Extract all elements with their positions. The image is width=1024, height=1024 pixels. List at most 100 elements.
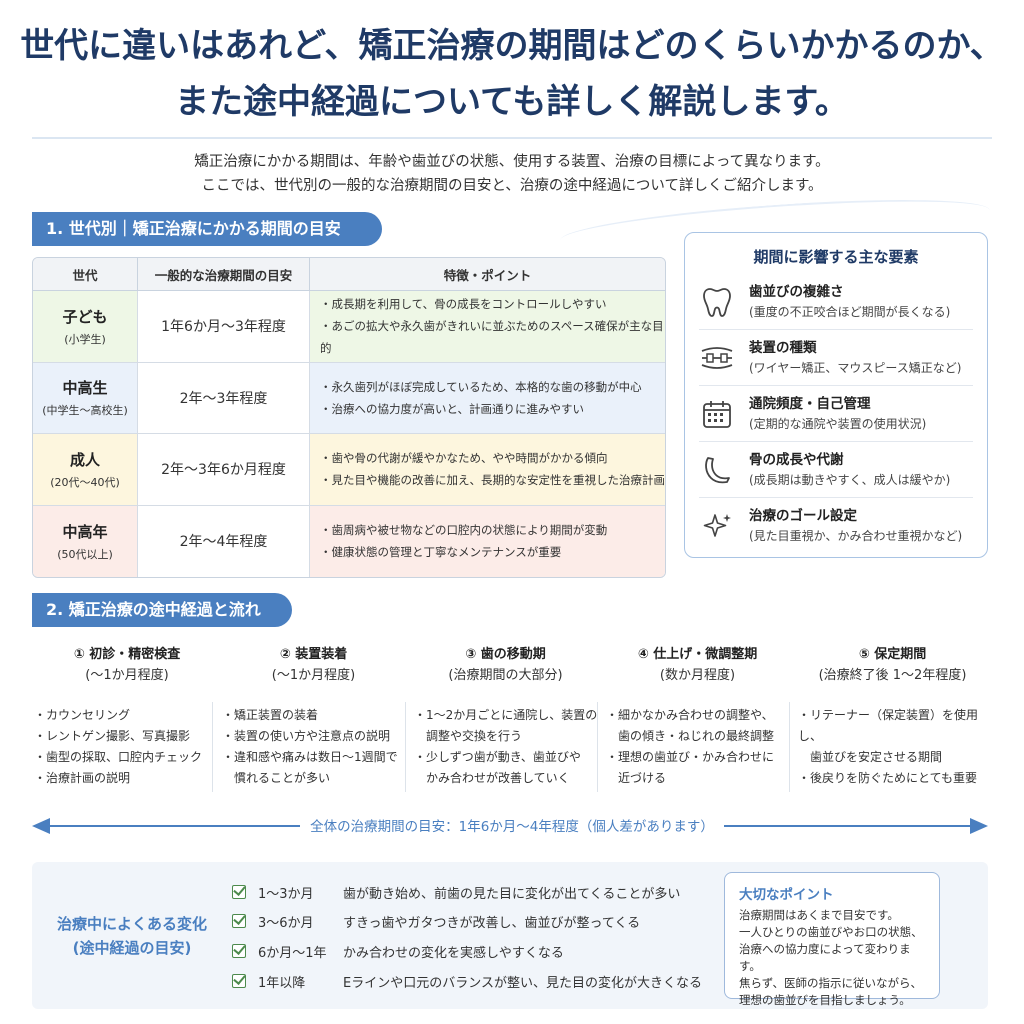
step-sub: (治療終了後 1〜2年程度)	[818, 668, 967, 683]
jaw-icon	[699, 452, 735, 488]
flow-step: ⑤ 保定期間 (治療終了後 1〜2年程度)	[793, 636, 992, 694]
period-cell: 2年〜3年程度	[138, 362, 310, 433]
generation-cell: 中高年 (50代以上)	[33, 505, 138, 577]
table-row: 成人 (20代〜40代) 2年〜3年6か月程度 ・歯や骨の代謝が緩やかなため、や…	[33, 434, 665, 506]
column-divider	[212, 702, 213, 792]
change-text: Eラインや口元のバランスが整い、見た目の変化が大きくなる	[343, 975, 702, 991]
points-cell: ・歯周病や被せ物などの口腔内の状態により期間が変動 ・健康状態の管理と丁寧なメン…	[310, 505, 665, 577]
point-line: ・成長期を利用して、骨の成長をコントロールしやすい	[320, 297, 607, 312]
step-sub: (〜1か月程度)	[85, 668, 169, 683]
changes-title: 治療中によくある変化 (途中経過の目安)	[32, 912, 232, 960]
points-cell: ・成長期を利用して、骨の成長をコントロールしやすい ・あごの拡大や永久歯がきれい…	[310, 291, 665, 362]
generation-name: 中高生	[62, 379, 108, 398]
step-notes: ・細かなかみ合わせの調整や、 歯の傾き・ねじれの最終調整 ・理想の歯並び・かみ合…	[606, 705, 791, 789]
flow-step: ① 初診・精密検査 (〜1か月程度)	[32, 636, 222, 694]
flow-step: ④ 仕上げ・微調整期 (数か月程度)	[601, 636, 794, 694]
point-line: ・健康状態の管理と丁寧なメンテナンスが重要	[320, 545, 562, 560]
points-cell: ・歯や骨の代謝が緩やかなため、やや時間がかかる傾向 ・見た目や機能の改善に加え、…	[310, 434, 665, 505]
checkbox-icon	[232, 974, 246, 988]
step-note: ・矯正装置の装着	[222, 708, 319, 722]
factor-title: 歯並びの複雑さ	[749, 283, 844, 300]
change-text: かみ合わせの変化を実感しやすくなる	[343, 945, 564, 961]
step-note: 歯並びを安定させる期間	[798, 750, 943, 764]
factor-item: 骨の成長や代謝 (成長期は動きやすく、成人は緩やか)	[699, 442, 973, 498]
step-notes: ・矯正装置の装着 ・装置の使い方や注意点の説明 ・違和感や痛みは数日〜1週間で …	[222, 705, 407, 789]
generation-name: 成人	[69, 450, 100, 469]
table-row: 子ども (小学生) 1年6か月〜3年程度 ・成長期を利用して、骨の成長をコントロ…	[33, 291, 665, 363]
step-title: ② 装置装着	[279, 647, 348, 662]
factor-desc: (見た目重視か、かみ合わせ重視かなど)	[749, 529, 963, 543]
factor-title: 治療のゴール設定	[749, 508, 857, 524]
point-line: ・永久歯列がほぼ完成しているため、本格的な歯の移動が中心	[320, 379, 642, 394]
tooth-icon	[699, 284, 735, 320]
changes-title-line-2: (途中経過の目安)	[72, 939, 192, 957]
step-sub: (数か月程度)	[659, 668, 736, 683]
generation-cell: 中高生 (中学生〜高校生)	[33, 362, 138, 433]
point-line: ・あごの拡大や永久歯がきれいに並ぶためのスペース確保が主な目的	[320, 319, 664, 356]
step-note: 調整や交換を行う	[414, 729, 523, 743]
intro-line-1: 矯正治療にかかる期間は、年齢や歯並びの状態、使用する装置、治療の目標によって異な…	[194, 154, 830, 170]
factor-item: 歯並びの複雑さ (重度の不正咬合ほど期間が長くなる)	[699, 274, 973, 330]
period-cell: 2年〜3年6か月程度	[138, 434, 310, 505]
table-row: 中高生 (中学生〜高校生) 2年〜3年程度 ・永久歯列がほぼ完成しているため、本…	[33, 362, 665, 434]
header-points: 特徴・ポイント	[443, 267, 532, 283]
step-note: ・細かなかみ合わせの調整や、	[606, 708, 774, 722]
headline-line-2: また途中経過についても詳しく解説します。	[175, 82, 849, 122]
braces-icon	[699, 340, 735, 376]
generation-cell: 成人 (20代〜40代)	[33, 434, 138, 505]
checkbox-icon	[232, 914, 246, 928]
step-note: ・1〜2か月ごとに通院し、装置の	[414, 708, 598, 722]
step-note: かみ合わせが改善していく	[414, 771, 570, 785]
change-period: 3〜6か月	[258, 915, 314, 931]
table-row: 中高年 (50代以上) 2年〜4年程度 ・歯周病や被せ物などの口腔内の状態により…	[33, 505, 665, 577]
factors-title: 期間に影響する主な要素	[753, 248, 919, 266]
factor-title: 通院頻度・自己管理	[749, 395, 871, 412]
column-divider	[597, 702, 598, 792]
change-item: 6か月〜1年 かみ合わせの変化を実感しやすくなる	[232, 940, 564, 962]
point-title: 大切なポイント	[739, 887, 834, 903]
factor-desc: (定期的な通院や装置の使用状況)	[749, 416, 927, 431]
period-cell: 2年〜4年程度	[138, 505, 310, 577]
page-headline: 世代に違いはあれど、矯正治療の期間はどのくらいかかるのか、 また途中経過について…	[0, 18, 1024, 130]
point-body: 治療期間はあくまで目安です。 一人ひとりの歯並びやお口の状態、 治療への協力度に…	[739, 908, 923, 1007]
period-cell: 1年6か月〜3年程度	[138, 291, 310, 362]
divider	[32, 137, 992, 139]
flow-step: ② 装置装着 (〜1か月程度)	[217, 636, 410, 694]
intro-line-2: ここでは、世代別の一般的な治療期間の目安と、治療の途中経過について詳しくご紹介し…	[201, 178, 823, 194]
generation-name: 子ども	[62, 307, 108, 326]
step-note: ・後戻りを防ぐためにとても重要	[798, 771, 978, 785]
step-title: ④ 仕上げ・微調整期	[637, 647, 758, 662]
step-note: ・カウンセリング	[34, 708, 131, 722]
generation-sub: (20代〜40代)	[50, 475, 120, 489]
checkbox-icon	[232, 944, 246, 958]
step-notes: ・リテーナー（保定装置）を使用し、 歯並びを安定させる期間 ・後戻りを防ぐために…	[798, 705, 998, 789]
generation-sub: (50代以上)	[57, 547, 113, 561]
step-note: ・違和感や痛みは数日〜1週間で	[222, 750, 398, 764]
step-sub: (〜1か月程度)	[271, 668, 356, 683]
change-text: 歯が動き始め、前歯の見た目に変化が出てくることが多い	[343, 886, 681, 902]
step-note: 近づける	[606, 771, 667, 785]
calendar-icon	[699, 396, 735, 432]
table-header: 世代 一般的な治療期間の目安 特徴・ポイント	[33, 258, 665, 291]
checkbox-icon	[232, 885, 246, 899]
change-text: すきっ歯やガタつきが改善し、歯並びが整ってくる	[343, 915, 641, 931]
step-note: ・歯型の採取、口腔内チェック	[34, 750, 203, 764]
change-item: 1年以降 Eラインや口元のバランスが整い、見た目の変化が大きくなる	[232, 970, 702, 992]
step-note: ・理想の歯並び・かみ合わせに	[606, 750, 775, 764]
total-period-label: 全体の治療期間の目安：1年6か月〜4年程度（個人差があります）	[0, 815, 1024, 835]
points-cell: ・永久歯列がほぼ完成しているため、本格的な歯の移動が中心 ・治療への協力度が高い…	[310, 362, 665, 433]
factor-item: 治療のゴール設定 (見た目重視か、かみ合わせ重視かなど)	[699, 498, 973, 554]
section-1-heading: 1. 世代別｜矯正治療にかかる期間の目安	[32, 212, 382, 246]
generation-sub: (小学生)	[64, 332, 106, 346]
step-note: ・レントゲン撮影、写真撮影	[34, 729, 191, 743]
step-notes: ・1〜2か月ごとに通院し、装置の 調整や交換を行う ・少しずつ歯が動き、歯並びや…	[414, 705, 599, 789]
step-note: ・装置の使い方や注意点の説明	[222, 729, 391, 743]
change-period: 6か月〜1年	[258, 945, 327, 961]
factors-box: 期間に影響する主な要素 歯並びの複雑さ (重度の不正咬合ほど期間が長くなる) 装…	[684, 232, 988, 558]
point-line: ・見た目や機能の改善に加え、長期的な安定性を重視した治療計画	[320, 473, 665, 488]
column-divider	[789, 702, 790, 792]
step-note: 慣れることが多い	[222, 771, 331, 785]
column-divider	[405, 702, 406, 792]
point-line: ・治療への協力度が高いと、計画通りに進みやすい	[320, 401, 585, 416]
generation-table: 世代 一般的な治療期間の目安 特徴・ポイント 子ども (小学生) 1年6か月〜3…	[32, 257, 666, 578]
